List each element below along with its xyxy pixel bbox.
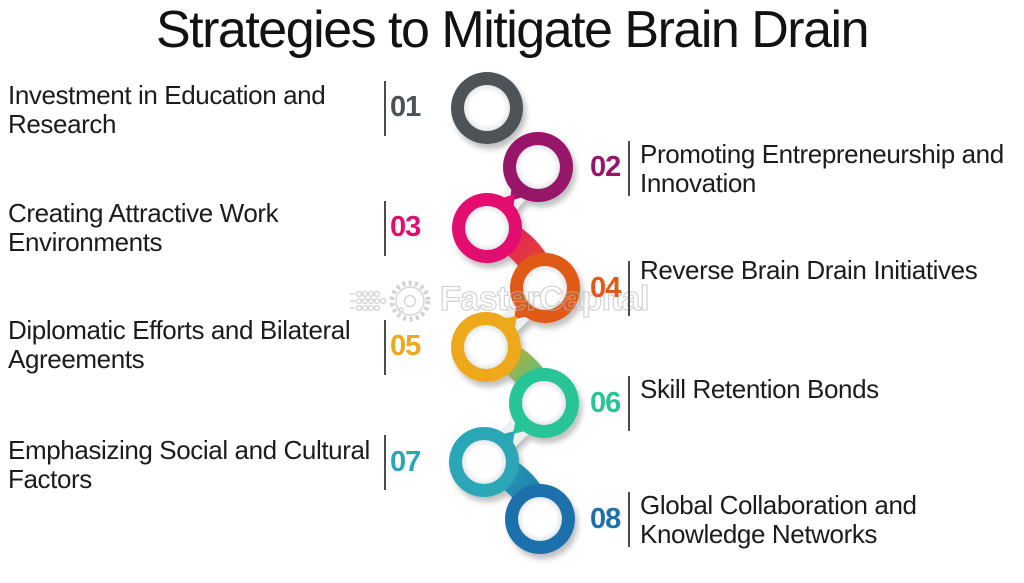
label-line: Research — [8, 108, 117, 139]
label-line: Diplomatic Efforts and Bilateral — [8, 315, 351, 345]
separator-line-2 — [628, 141, 630, 196]
strategy-number-7: 07 — [390, 446, 421, 478]
label-line: Skill Retention Bonds — [640, 374, 879, 404]
strategy-label-2: Promoting Entrepreneurship and Innovatio… — [640, 140, 1004, 197]
strategy-number-5: 05 — [390, 330, 421, 362]
label-line: Agreements — [8, 343, 145, 374]
strategy-label-4: Reverse Brain Drain Initiatives — [640, 255, 978, 285]
label-line: Environments — [8, 226, 163, 257]
strategy-number-3: 03 — [390, 211, 421, 243]
separator-line-3 — [384, 201, 386, 256]
ring-02 — [503, 132, 573, 202]
label-line: Reverse Brain Drain Initiatives — [640, 255, 978, 285]
strategy-label-7: Emphasizing Social and Cultural Factors — [8, 436, 370, 493]
strategy-label-8: Global Collaboration and Knowledge Netwo… — [640, 491, 917, 548]
label-line: Promoting Entrepreneurship and — [640, 139, 1004, 169]
separator-line-8 — [628, 492, 630, 547]
strategy-number-6: 06 — [590, 387, 621, 419]
ring-03 — [452, 193, 522, 263]
label-line: Global Collaboration and — [640, 490, 917, 520]
label-line: Knowledge Networks — [640, 518, 878, 549]
ring-06 — [509, 368, 579, 438]
ring-04 — [510, 253, 580, 323]
strategy-label-5: Diplomatic Efforts and Bilateral Agreeme… — [8, 315, 351, 374]
ring-08 — [505, 484, 575, 554]
label-line: Emphasizing Social and Cultural — [8, 435, 370, 465]
separator-line-4 — [628, 261, 630, 316]
ring-01 — [451, 72, 523, 144]
separator-line-1 — [384, 81, 386, 136]
label-line: Investment in Education and — [8, 80, 326, 110]
separator-line-7 — [384, 435, 386, 490]
strategy-label-6: Skill Retention Bonds — [640, 375, 879, 404]
ring-07 — [449, 427, 519, 497]
separator-line-5 — [384, 320, 386, 375]
separator-line-6 — [628, 376, 630, 431]
label-line: Innovation — [640, 167, 756, 198]
strategy-number-8: 08 — [590, 503, 621, 535]
strategy-label-1: Investment in Education and Research — [8, 80, 326, 139]
strategy-number-2: 02 — [590, 151, 621, 183]
strategy-label-3: Creating Attractive Work Environments — [8, 198, 279, 257]
ring-05 — [451, 312, 521, 382]
page-title: Strategies to Mitigate Brain Drain — [155, 1, 870, 59]
strategy-number-4: 04 — [590, 272, 621, 304]
label-line: Creating Attractive Work — [8, 198, 279, 228]
label-line: Factors — [8, 463, 92, 494]
strategy-number-1: 01 — [390, 91, 421, 123]
